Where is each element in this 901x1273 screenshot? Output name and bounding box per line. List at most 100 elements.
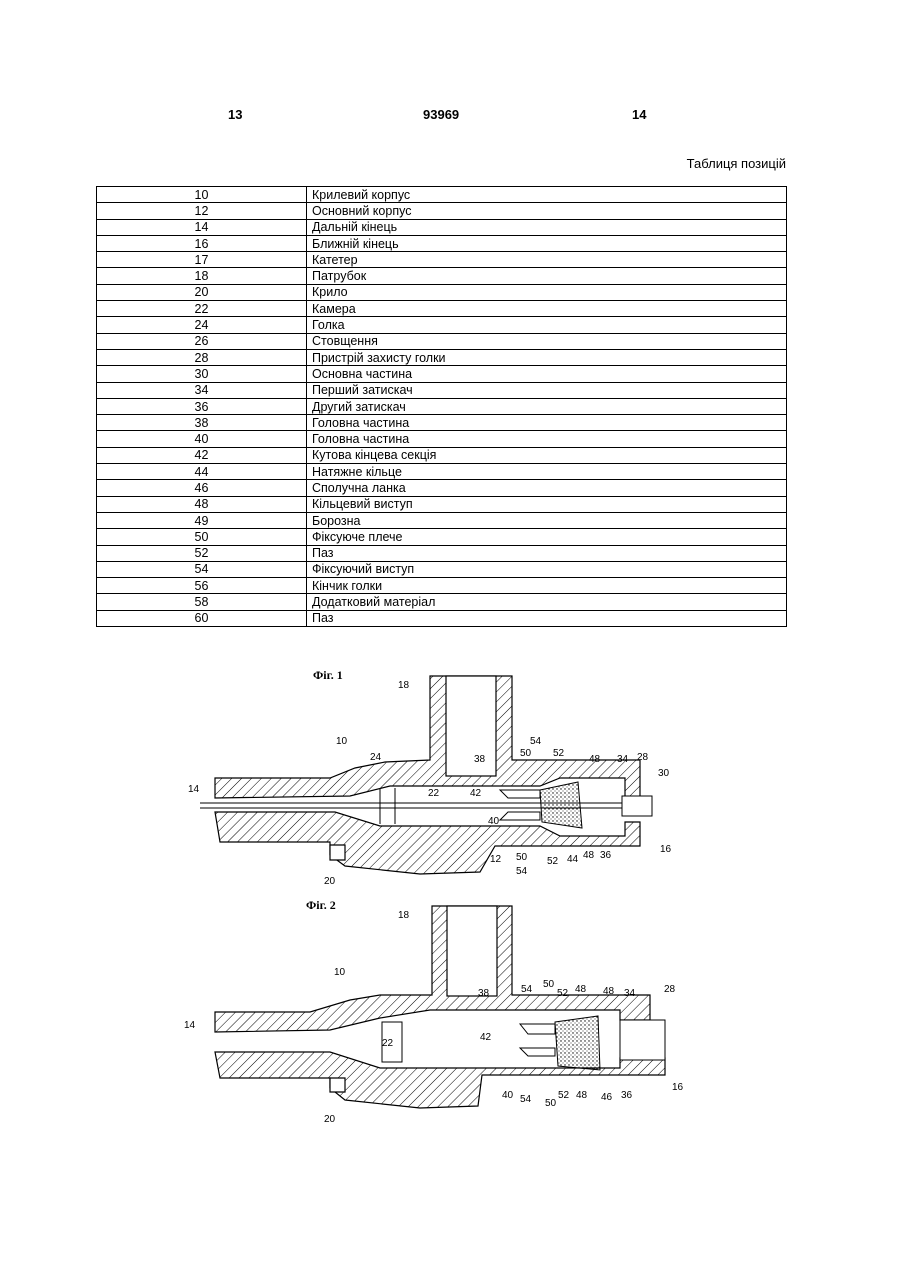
figure-2-drawing: 1810385450524848342814422240545052484636… [0, 895, 901, 1135]
position-number: 14 [97, 219, 307, 235]
position-number: 38 [97, 415, 307, 431]
table-row: 49Борозна [97, 512, 787, 528]
table-row: 34Перший затискач [97, 382, 787, 398]
position-number: 12 [97, 203, 307, 219]
callout-label: 22 [382, 1038, 394, 1049]
callout-label: 40 [502, 1090, 514, 1101]
callout-label: 50 [545, 1098, 557, 1109]
table-row: 60Паз [97, 610, 787, 626]
position-number: 24 [97, 317, 307, 333]
table-row: 50Фіксуюче плече [97, 529, 787, 545]
callout-label: 10 [336, 736, 348, 747]
callout-label: 40 [488, 816, 500, 827]
position-number: 30 [97, 366, 307, 382]
callout-label: 20 [324, 876, 336, 887]
position-number: 52 [97, 545, 307, 561]
position-name: Дальній кінець [307, 219, 787, 235]
callout-label: 28 [664, 984, 676, 995]
position-name: Крилевий корпус [307, 187, 787, 203]
position-name: Борозна [307, 512, 787, 528]
position-name: Ближній кінець [307, 235, 787, 251]
callout-label: 48 [589, 754, 601, 765]
table-row: 28Пристрій захисту голки [97, 349, 787, 365]
position-name: Голка [307, 317, 787, 333]
position-name: Катетер [307, 252, 787, 268]
position-number: 50 [97, 529, 307, 545]
callout-label: 48 [603, 986, 615, 997]
callout-label: 46 [601, 1092, 613, 1103]
callout-label: 48 [575, 984, 587, 995]
callout-label: 16 [672, 1082, 684, 1093]
table-row: 17Катетер [97, 252, 787, 268]
callout-label: 50 [520, 748, 532, 759]
position-name: Паз [307, 545, 787, 561]
position-name: Додатковий матеріал [307, 594, 787, 610]
position-number: 60 [97, 610, 307, 626]
callout-label: 52 [557, 988, 569, 999]
callout-label: 38 [474, 754, 486, 765]
table-row: 14Дальній кінець [97, 219, 787, 235]
position-number: 10 [97, 187, 307, 203]
figure-1-drawing: 1810243854505248342830142242401250545244… [0, 660, 901, 900]
position-number: 16 [97, 235, 307, 251]
callout-label: 14 [188, 784, 200, 795]
positions-table: 10Крилевий корпус12Основний корпус14Даль… [96, 186, 787, 627]
position-number: 36 [97, 398, 307, 414]
position-number: 56 [97, 578, 307, 594]
table-row: 48Кільцевий виступ [97, 496, 787, 512]
position-name: Стовщення [307, 333, 787, 349]
page-number-left: 13 [228, 107, 242, 122]
position-name: Пристрій захисту голки [307, 349, 787, 365]
position-name: Кінчик голки [307, 578, 787, 594]
callout-label: 16 [660, 844, 672, 855]
position-number: 42 [97, 447, 307, 463]
position-number: 54 [97, 561, 307, 577]
table-row: 36Другий затискач [97, 398, 787, 414]
position-number: 20 [97, 284, 307, 300]
table-row: 52Паз [97, 545, 787, 561]
table-row: 40Головна частина [97, 431, 787, 447]
position-name: Фіксуюче плече [307, 529, 787, 545]
table-title: Таблиця позицій [687, 156, 786, 171]
callout-label: 28 [637, 752, 649, 763]
position-number: 17 [97, 252, 307, 268]
position-name: Сполучна ланка [307, 480, 787, 496]
position-number: 26 [97, 333, 307, 349]
position-name: Камера [307, 301, 787, 317]
patent-number: 93969 [423, 107, 459, 122]
figure-1-body [215, 676, 640, 874]
table-row: 22Камера [97, 301, 787, 317]
position-name: Основний корпус [307, 203, 787, 219]
position-number: 44 [97, 464, 307, 480]
position-number: 49 [97, 512, 307, 528]
table-row: 58Додатковий матеріал [97, 594, 787, 610]
position-number: 58 [97, 594, 307, 610]
position-number: 22 [97, 301, 307, 317]
position-number: 46 [97, 480, 307, 496]
callout-label: 30 [658, 768, 670, 779]
position-name: Головна частина [307, 431, 787, 447]
callout-label: 24 [370, 752, 382, 763]
callout-label: 54 [530, 736, 542, 747]
table-row: 38Головна частина [97, 415, 787, 431]
page-number-right: 14 [632, 107, 646, 122]
position-name: Кутова кінцева секція [307, 447, 787, 463]
figure-2-body [215, 906, 665, 1108]
callout-label: 50 [516, 852, 528, 863]
callout-label: 12 [490, 854, 502, 865]
table-row: 26Стовщення [97, 333, 787, 349]
callout-label: 42 [480, 1032, 492, 1043]
table-row: 12Основний корпус [97, 203, 787, 219]
table-row: 56Кінчик голки [97, 578, 787, 594]
callout-label: 10 [334, 967, 346, 978]
callout-label: 52 [547, 856, 559, 867]
table-row: 16Ближній кінець [97, 235, 787, 251]
position-name: Фіксуючий виступ [307, 561, 787, 577]
table-row: 44Натяжне кільце [97, 464, 787, 480]
table-row: 10Крилевий корпус [97, 187, 787, 203]
callout-label: 20 [324, 1114, 336, 1125]
position-name: Кільцевий виступ [307, 496, 787, 512]
callout-label: 14 [184, 1020, 196, 1031]
callout-label: 38 [478, 988, 490, 999]
callout-label: 48 [583, 850, 595, 861]
